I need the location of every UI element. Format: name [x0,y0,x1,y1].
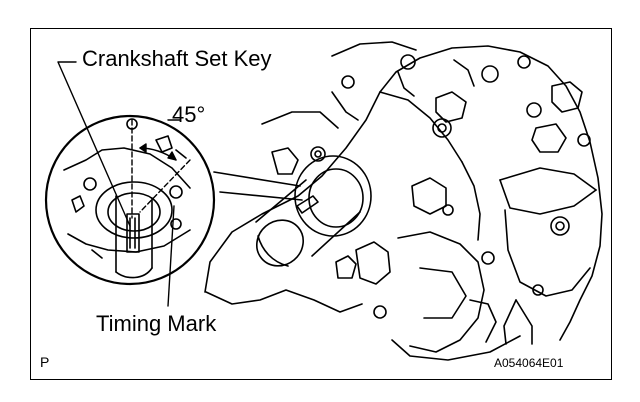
figure-frame [30,28,612,380]
leader-lines [57,61,181,307]
callout-pointer [213,171,301,187]
figure-code-label: A054064E01 [494,356,564,370]
timing-mark-label: Timing Mark [96,311,217,336]
crankshaft-snout [255,155,372,267]
angle-label: 45° [172,102,206,127]
detail-circle [44,114,216,286]
view-letter-label: P [40,354,50,370]
bolt-holes [310,54,591,319]
engine-block [204,41,603,361]
callout-pointer-lower [219,191,303,201]
crankshaft-set-key-label: Crankshaft Set Key [82,46,272,71]
angle-indicator [131,119,191,219]
